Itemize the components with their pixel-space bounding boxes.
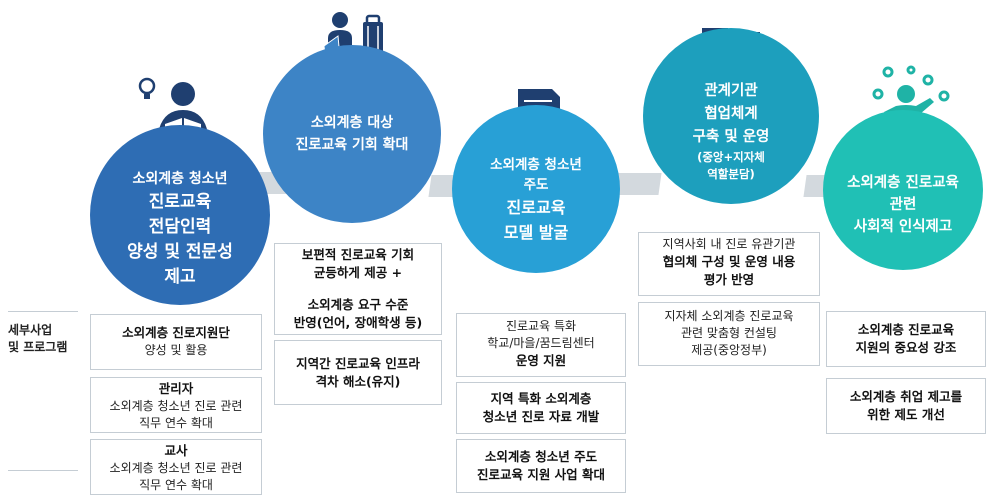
circle-2-line-1: 소외계층 대상 [310, 115, 394, 131]
col2-box-1-line-3: 소외계층 요구 수준 [307, 297, 409, 312]
circle-4-line-3: 구축 및 운영 [692, 128, 770, 145]
col3-box-3-line-1: 소외계층 청소년 주도 [484, 449, 598, 464]
circle-goal-1: 소외계층 청소년 진로교육 전담인력 양성 및 전문성 제고 [90, 125, 270, 305]
circle-1-line-5: 제고 [164, 267, 196, 287]
circle-goal-4: 관계기관 협업체계 구축 및 운영 (중앙+지자체 역할분담) [643, 28, 819, 204]
col3-box-1-text-1: 진로교육 특화 [505, 319, 577, 333]
circle-1-line-4: 양성 및 전문성 [127, 242, 233, 262]
col2-box-2-line-1: 지역간 진로교육 인프라 [296, 356, 420, 371]
col4-box-1-bold-2: 평가 반영 [703, 272, 755, 287]
col1-box-3: 교사 소외계층 청소년 진로 관련 직무 연수 확대 [90, 439, 262, 495]
side-divider-bottom [8, 470, 78, 471]
circle-1-line-2: 진로교육 [148, 192, 212, 212]
col5-box-1-line-2: 지원의 중요성 강조 [855, 340, 957, 355]
circle-goal-5: 소외계층 진로교육 관련 사회적 인식제고 [823, 110, 983, 270]
col3-box-3-line-2: 진로교육 지원 사업 확대 [476, 467, 606, 482]
col3-box-3: 소외계층 청소년 주도 진로교육 지원 사업 확대 [456, 439, 626, 493]
col2-box-1-line-1: 보편적 진로교육 기회 [301, 247, 415, 262]
circle-1-line-1: 소외계층 청소년 [132, 171, 228, 187]
col1-box-1-text: 양성 및 활용 [144, 343, 208, 357]
circle-4-line-2: 협업체계 [704, 105, 758, 122]
col5-box-1: 소외계층 진로교육 지원의 중요성 강조 [826, 311, 986, 367]
col1-box-2-bold: 관리자 [158, 381, 194, 396]
circle-4-line-4: (중앙+지자체 [697, 149, 765, 164]
col3-box-2: 지역 특화 소외계층 청소년 진로 자료 개발 [456, 382, 626, 434]
col3-box-1: 진로교육 특화 학교/마을/꿈드림센터 운영 지원 [456, 313, 626, 377]
col3-box-1-bold: 운영 지원 [515, 353, 567, 368]
col2-box-1: 보편적 진로교육 기회 균등하게 제공 + 소외계층 요구 수준 반영(언어, … [274, 243, 442, 335]
col2-box-1-line-4: 반영(언어, 장애학생 등) [293, 315, 423, 330]
circle-5-line-3: 사회적 인식제고 [853, 219, 953, 235]
circle-3-line-3: 진로교육 [506, 198, 566, 217]
circle-goal-2: 소외계층 대상 진로교육 기회 확대 [263, 45, 441, 223]
circle-1-line-3: 전담인력 [148, 217, 212, 237]
col1-box-2-text: 소외계층 청소년 진로 관련 [109, 399, 243, 413]
circle-goal-3: 소외계층 청소년 주도 진로교육 모델 발굴 [452, 105, 620, 273]
col1-box-1: 소외계층 진로지원단 양성 및 활용 [90, 314, 262, 370]
col5-box-2-line-2: 위한 제도 개선 [867, 407, 945, 422]
col2-box-2: 지역간 진로교육 인프라 격차 해소(유지) [274, 340, 442, 405]
circle-3-line-1: 소외계층 청소년 [490, 157, 582, 173]
col5-box-2: 소외계층 취업 제고를 위한 제도 개선 [826, 378, 986, 434]
col4-box-2: 지자체 소외계층 진로교육 관련 맞춤형 컨설팅 제공(중앙정부) [638, 302, 820, 366]
circle-5-line-2: 관련 [889, 197, 917, 213]
col5-box-2-line-1: 소외계층 취업 제고를 [849, 389, 963, 404]
col4-box-2-line-2: 관련 맞춤형 컨설팅 [681, 326, 777, 340]
col4-box-2-line-1: 지자체 소외계층 진로교육 [664, 309, 794, 323]
col4-box-1: 지역사회 내 진로 유관기관 협의체 구성 및 운영 내용 평가 반영 [638, 232, 820, 296]
col4-box-1-text: 지역사회 내 진로 유관기관 [662, 237, 796, 251]
side-label: 세부사업 및 프로그램 [8, 322, 78, 356]
circle-3-line-4: 모델 발굴 [503, 223, 569, 242]
side-divider-top [8, 311, 78, 312]
col3-box-2-line-2: 청소년 진로 자료 개발 [482, 409, 600, 424]
col2-box-2-line-2: 격차 해소(유지) [315, 374, 401, 389]
side-label-line-2: 및 프로그램 [8, 340, 68, 354]
col4-box-2-line-3: 제공(중앙정부) [691, 343, 767, 357]
circle-2-line-2: 진로교육 기회 확대 [295, 137, 409, 153]
col1-box-1-bold: 소외계층 진로지원단 [122, 325, 230, 340]
col1-box-2: 관리자 소외계층 청소년 진로 관련 직무 연수 확대 [90, 377, 262, 433]
col3-box-2-line-1: 지역 특화 소외계층 [490, 391, 592, 406]
col2-box-1-line-2: 균등하게 제공 + [313, 265, 403, 280]
circle-4-line-5: 역할분담) [707, 166, 755, 181]
col1-box-2-text-2: 직무 연수 확대 [139, 416, 213, 430]
circle-4-line-1: 관계기관 [704, 82, 758, 99]
col1-box-3-text: 소외계층 청소년 진로 관련 [109, 461, 243, 475]
col5-box-1-line-1: 소외계층 진로교육 [857, 322, 955, 337]
side-label-line-1: 세부사업 [8, 323, 53, 337]
circle-3-line-2: 주도 [523, 177, 549, 193]
col3-box-1-text-2: 학교/마을/꿈드림센터 [487, 336, 595, 350]
circle-5-line-1: 소외계층 진로교육 [847, 175, 959, 191]
col1-box-3-bold: 교사 [164, 443, 188, 458]
col4-box-1-bold-1: 협의체 구성 및 운영 내용 [662, 254, 796, 269]
col1-box-3-text-2: 직무 연수 확대 [139, 478, 213, 492]
